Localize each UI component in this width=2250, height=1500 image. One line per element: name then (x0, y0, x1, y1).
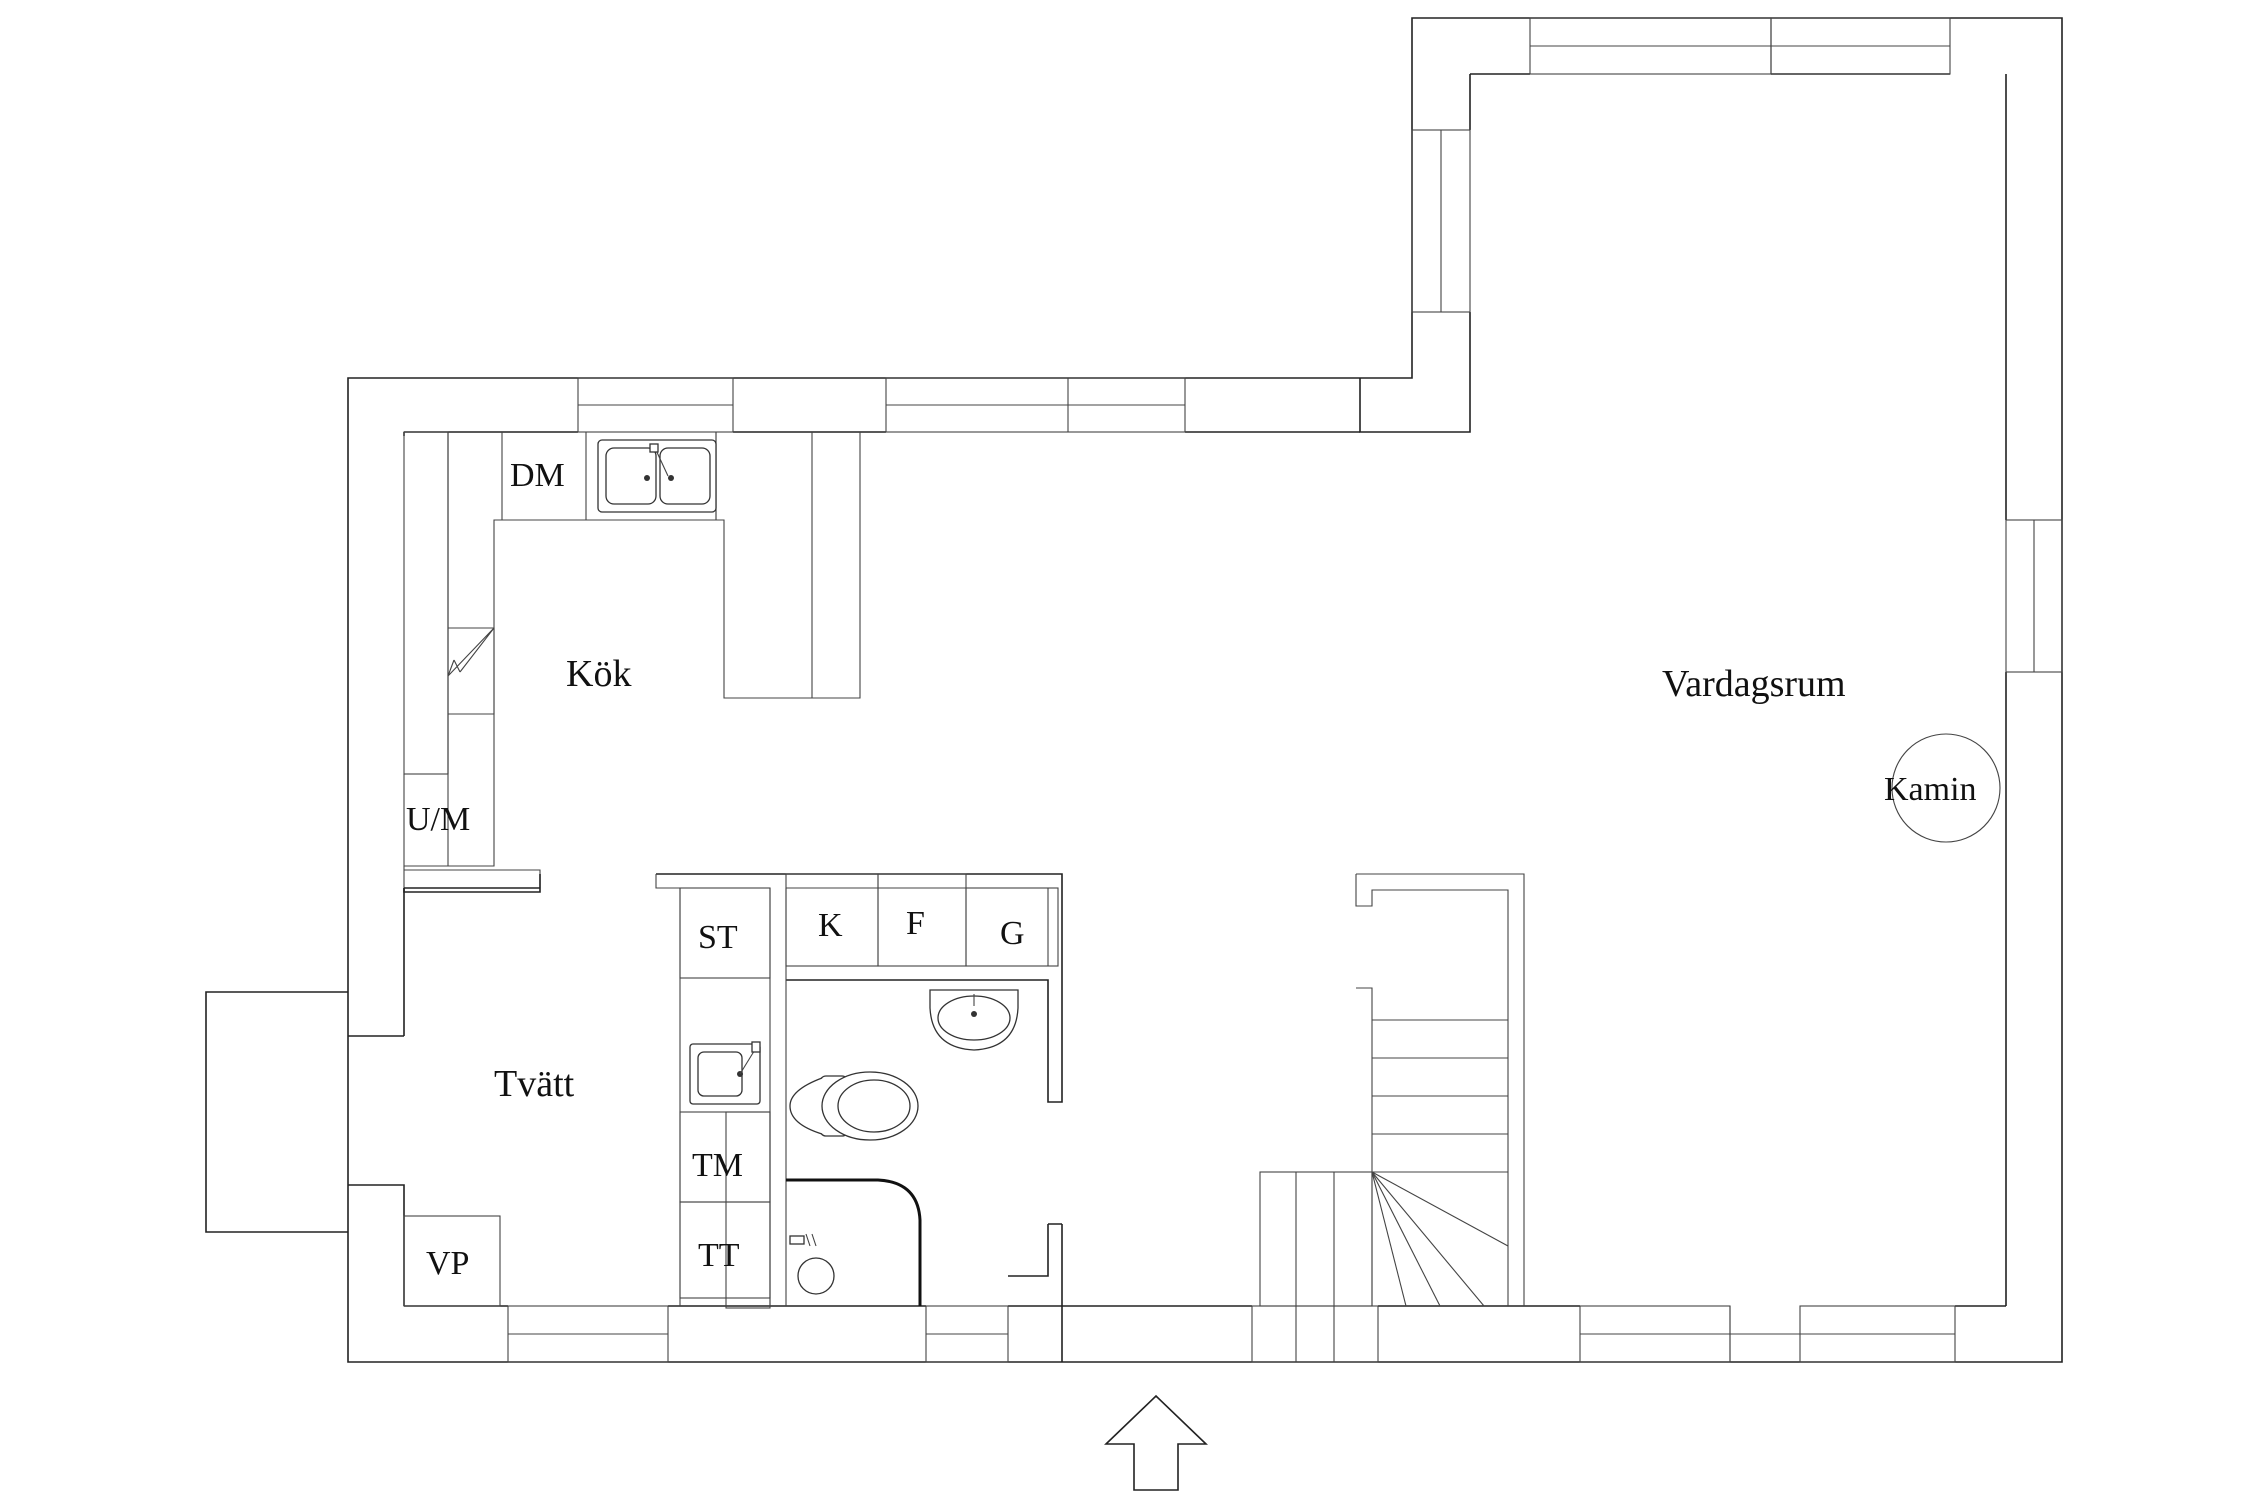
laundry-sink-icon (689, 1041, 761, 1105)
windows (507, 17, 2063, 1363)
window (577, 377, 734, 433)
window (1411, 129, 1471, 313)
staircase (1251, 873, 1525, 1363)
window (2005, 519, 2063, 673)
label-dryer: TT (698, 1237, 740, 1274)
label-cabinet: ST (698, 919, 738, 956)
double-sink-icon (597, 439, 717, 513)
entrance-step (205, 991, 348, 1233)
window (1579, 1305, 1956, 1363)
entrance-arrow-icon (1104, 1394, 1208, 1491)
label-washing-machine: TM (692, 1147, 743, 1184)
storage-cabinets (679, 873, 1059, 979)
window (1529, 17, 1772, 75)
room-label-living: Vardagsrum (1662, 663, 1846, 705)
toilet-icon (789, 1071, 919, 1141)
wash-basin-icon (929, 989, 1019, 1051)
room-label-kitchen: Kök (566, 653, 631, 695)
window (885, 377, 1186, 433)
heat-pump-box (403, 1215, 501, 1307)
label-dishwasher: DM (510, 457, 565, 494)
label-fireplace: Kamin (1884, 771, 1977, 808)
label-freezer: F (906, 905, 925, 942)
label-fridge: K (818, 907, 843, 944)
label-g: G (1000, 915, 1025, 952)
washer-dryer (679, 1111, 771, 1309)
fireplace-icon (1891, 733, 2001, 843)
window (507, 1305, 669, 1363)
room-label-laundry: Tvätt (494, 1063, 575, 1105)
shower-icon (786, 1178, 922, 1306)
window (1770, 17, 1951, 75)
window (925, 1305, 1009, 1363)
label-heat-pump: VP (426, 1245, 469, 1282)
label-oven-microwave: U/M (406, 801, 470, 838)
